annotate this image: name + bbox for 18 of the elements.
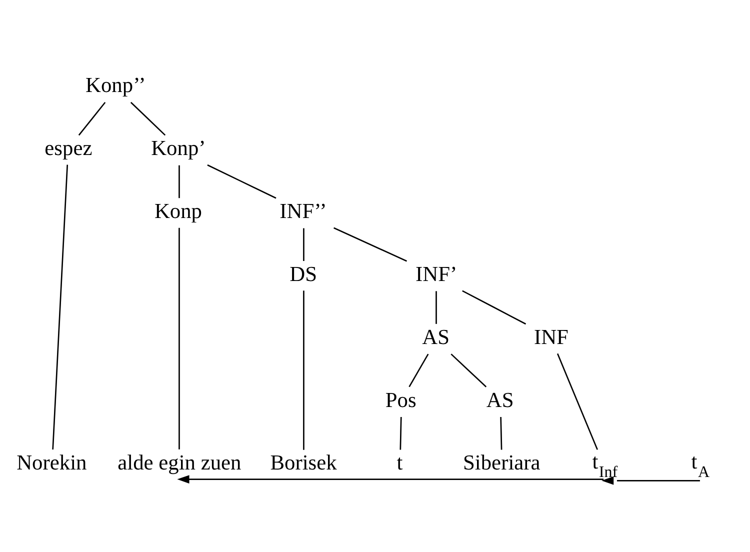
node-text: t [396, 450, 403, 474]
node-text: INF [534, 324, 568, 348]
node-text: Pos [385, 387, 416, 412]
node-text: Borisek [270, 450, 337, 474]
node-text: t$_{Inf}$ [592, 448, 618, 480]
node-text: Konp’’ [86, 72, 146, 97]
node-text: t$_{A}$ [691, 448, 710, 480]
node-text: Norekin [16, 450, 87, 474]
node-text: DS [290, 261, 318, 286]
node-text: Siberiara [463, 450, 540, 474]
node-text: AS [422, 324, 450, 348]
node-text: espez [44, 136, 92, 160]
node-text: INF’’ [280, 198, 327, 222]
node-text: Konp [154, 198, 202, 222]
node-text: Konp’ [151, 136, 206, 160]
node-text: AS [486, 387, 514, 412]
node-text: INF’ [415, 261, 458, 286]
node-text: alde egin zuen [118, 450, 242, 474]
